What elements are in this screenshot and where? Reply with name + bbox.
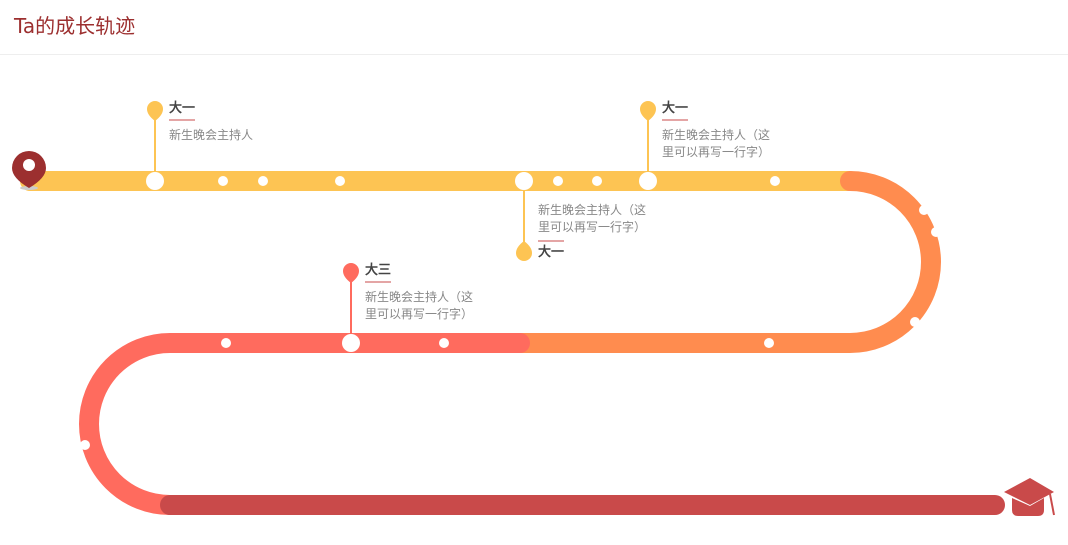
location-pin-icon bbox=[12, 151, 46, 190]
track-dots bbox=[80, 176, 941, 450]
milestone-label: 大一 bbox=[662, 100, 689, 121]
track-segment-coral bbox=[79, 333, 530, 515]
milestone-3: 新生晚会主持人（这里可以再写一行字） 大一 bbox=[538, 202, 650, 263]
milestone-4: 大三 新生晚会主持人（这里可以再写一行字） bbox=[365, 262, 477, 323]
milestone-pin-2 bbox=[639, 101, 657, 190]
track-segment-orange bbox=[510, 171, 941, 353]
milestone-pin-3 bbox=[515, 172, 533, 261]
milestone-2: 大一 新生晚会主持人（这里可以再写一行字） bbox=[662, 100, 774, 161]
milestone-desc: 新生晚会主持人（这里可以再写一行字） bbox=[538, 203, 647, 234]
milestone-label: 大三 bbox=[365, 262, 392, 283]
milestone-desc: 新生晚会主持人 bbox=[169, 128, 254, 142]
milestone-desc: 新生晚会主持人（这里可以再写一行字） bbox=[365, 290, 474, 321]
graduation-cap-icon bbox=[1004, 478, 1055, 516]
milestone-pin-1 bbox=[146, 101, 164, 190]
milestone-label: 大一 bbox=[538, 240, 565, 263]
page-title: Ta的成长轨迹 bbox=[14, 14, 136, 38]
milestone-label: 大一 bbox=[169, 100, 196, 121]
milestone-desc: 新生晚会主持人（这里可以再写一行字） bbox=[662, 128, 771, 159]
milestone-pin-4 bbox=[342, 263, 360, 352]
header bbox=[0, 0, 1068, 55]
milestone-1: 大一 新生晚会主持人 bbox=[169, 100, 279, 144]
